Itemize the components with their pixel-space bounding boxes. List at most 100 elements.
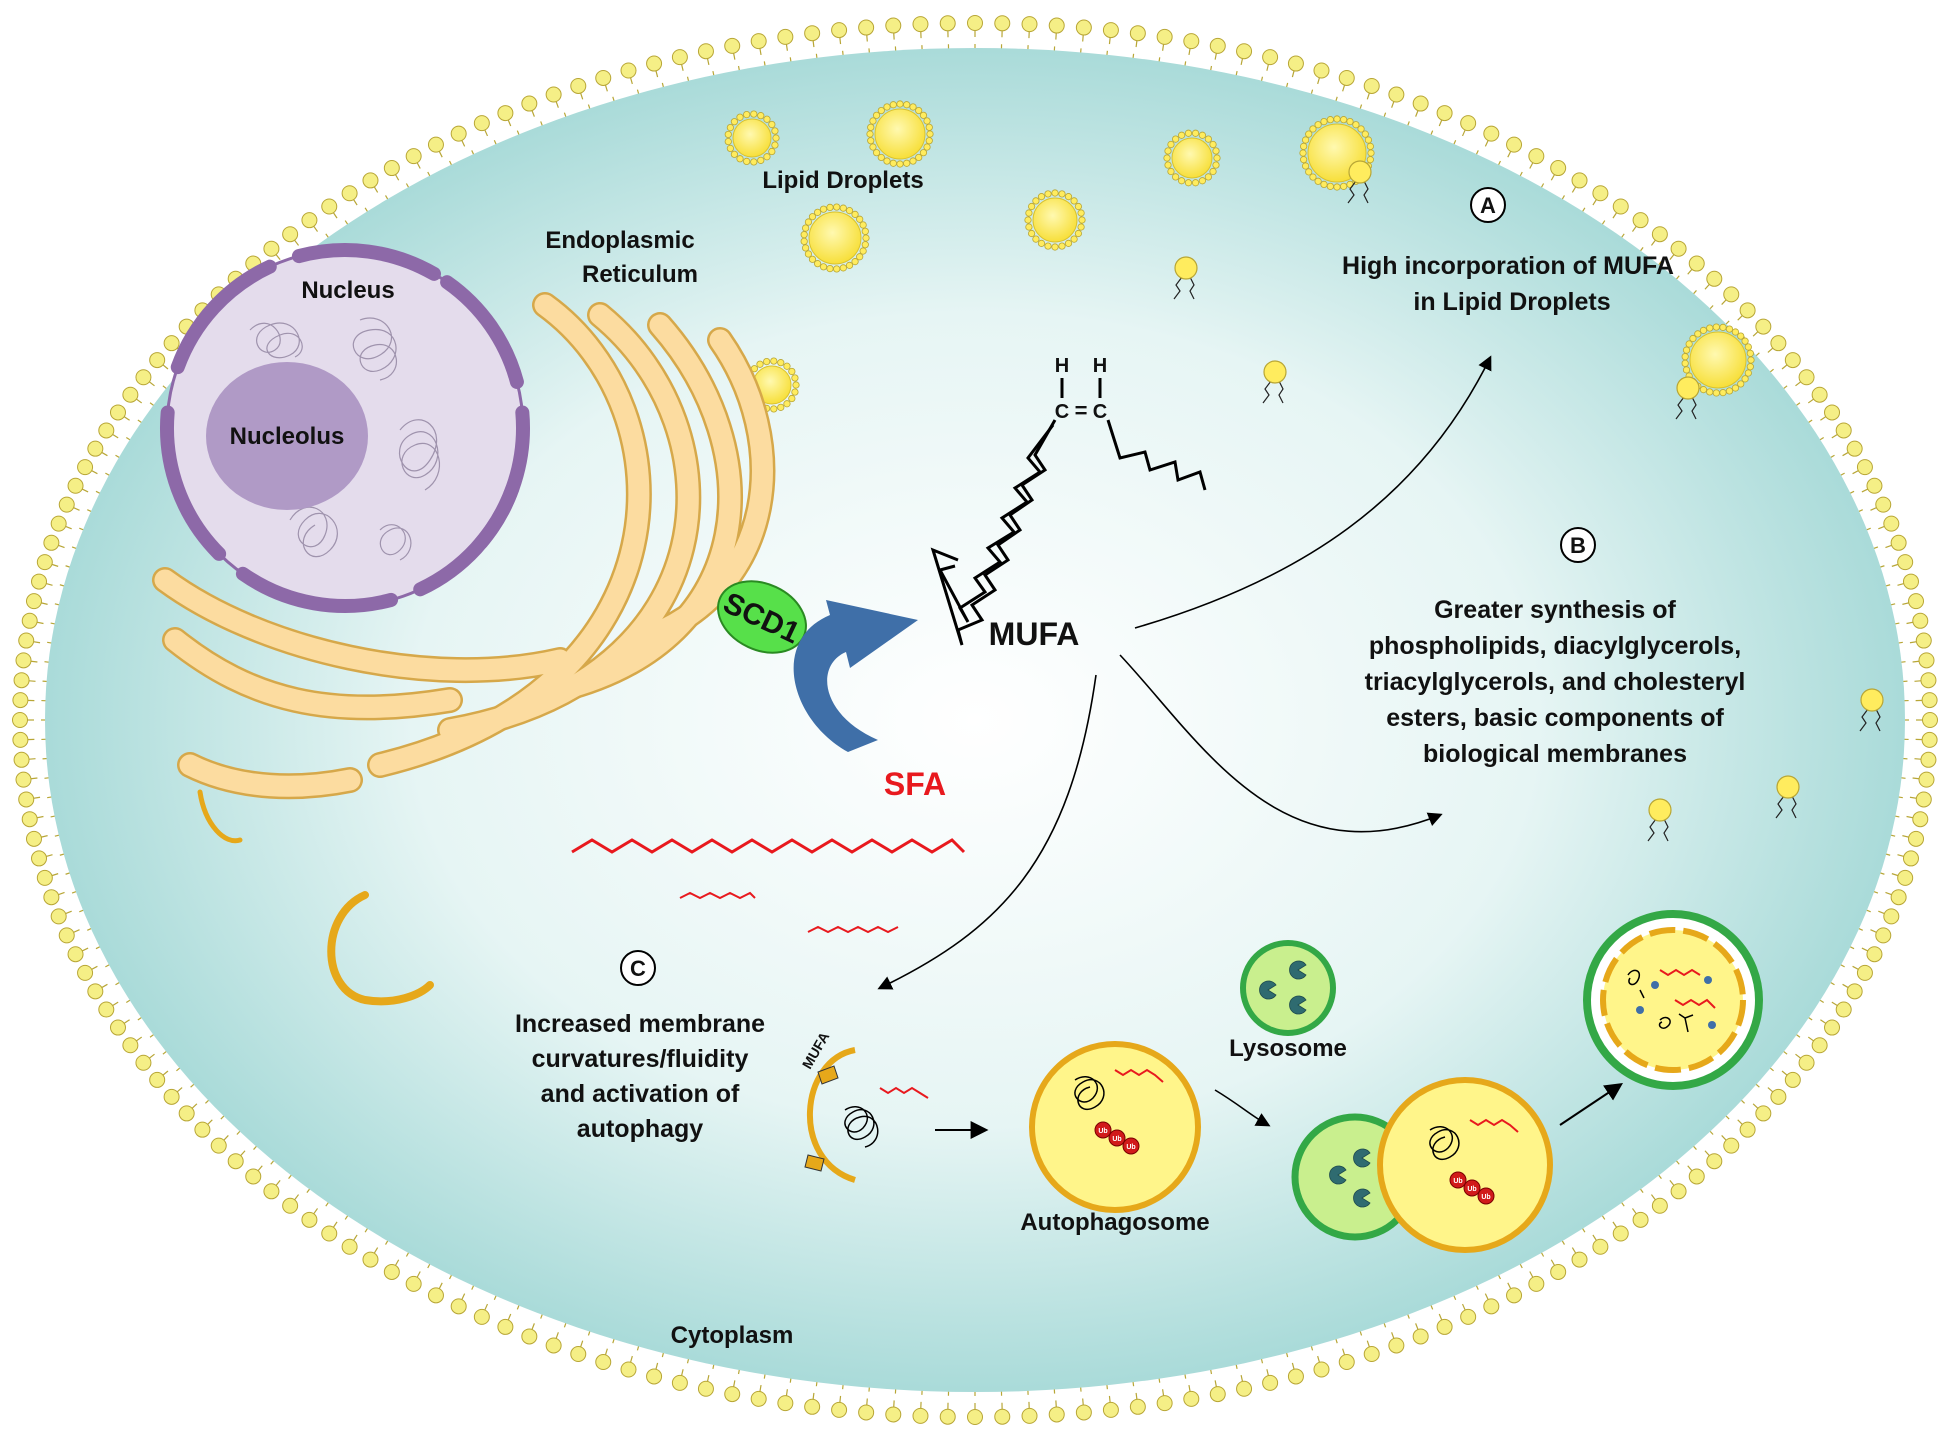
scd1-enzyme: SCD1: [717, 580, 807, 654]
arrow-lysosome-to-fusion: [1214, 1089, 1271, 1127]
droplet-head: [856, 253, 864, 261]
lipid-head: [87, 440, 104, 457]
droplet-head: [1326, 116, 1334, 124]
lipid-head: [1902, 850, 1919, 867]
droplet-head: [1346, 117, 1354, 126]
droplet-head: [770, 405, 778, 413]
droplet-head: [757, 156, 765, 164]
panel-b-line1: Greater synthesis of: [1434, 596, 1676, 624]
cargo-tangle: [844, 1106, 879, 1148]
panel-c-line4: autophagy: [577, 1115, 703, 1143]
droplet-head: [800, 231, 808, 239]
droplet-head: [791, 374, 799, 382]
droplet-head: [1032, 197, 1040, 205]
lipid-head: [1912, 811, 1929, 828]
ubiquitin-label: Ub: [1467, 1186, 1476, 1193]
droplet-head: [851, 258, 859, 266]
droplet-head: [1184, 129, 1193, 137]
marker-b: B: [1570, 533, 1586, 558]
lipid-head: [149, 352, 166, 369]
lipid-head: [1388, 1337, 1405, 1354]
droplet-head: [867, 123, 875, 131]
lipid-head: [1921, 731, 1938, 748]
droplet-head: [1044, 242, 1052, 250]
degraded-fragment-3: [1678, 1013, 1694, 1033]
droplet-head: [792, 381, 800, 389]
lipid-head: [473, 115, 490, 132]
er-label-line1: Endoplasmic: [545, 227, 694, 254]
lipid-head: [1262, 1374, 1279, 1391]
droplet-head: [1064, 193, 1073, 201]
lipid-droplet: [1032, 197, 1078, 243]
lipid-head: [1883, 515, 1900, 532]
droplet-head: [1681, 353, 1689, 361]
droplet-head: [757, 112, 765, 120]
droplet-head: [771, 127, 779, 135]
lipid-head: [724, 37, 741, 54]
droplet-head: [1037, 239, 1046, 247]
degraded-fragment-2: [1658, 1016, 1671, 1029]
lipid-head: [21, 811, 38, 828]
chromatin: [249, 317, 441, 561]
lipid-head: [1313, 1361, 1330, 1378]
lipid-head: [595, 1354, 612, 1371]
droplet-head: [826, 264, 834, 273]
lipid-head: [1922, 712, 1938, 728]
droplet-head: [763, 115, 771, 123]
droplet-head: [814, 208, 822, 216]
droplet-head: [1070, 235, 1078, 243]
phagophore-arc: [327, 891, 434, 1006]
panel-a-line1: High incorporation of MUFA: [1342, 252, 1674, 280]
droplet-head: [802, 244, 810, 252]
droplet-head: [877, 153, 885, 162]
lipid-head: [67, 946, 84, 963]
lipid-head: [1363, 77, 1380, 94]
droplet-head: [923, 117, 931, 125]
droplet-head: [1364, 136, 1373, 144]
autophagosome-label: Autophagosome: [1020, 1209, 1209, 1236]
lipid-head: [1670, 1183, 1687, 1200]
droplet-head: [783, 362, 791, 370]
lipid-head: [994, 1408, 1011, 1425]
lipid-head: [1506, 136, 1523, 153]
enzyme: [1353, 1148, 1371, 1168]
envelope-segment: [235, 566, 399, 613]
sfa-chain-short-2: [807, 925, 899, 934]
c-right: C: [1093, 401, 1107, 423]
lipid-head: [1550, 1263, 1567, 1280]
droplet-head: [1178, 131, 1186, 139]
lipid-head: [1824, 404, 1841, 421]
degraded-red-chain-1: [1659, 968, 1701, 977]
droplet-head: [1172, 135, 1180, 143]
droplet-head: [845, 207, 854, 215]
droplet-head: [1212, 161, 1220, 169]
h-right: H: [1093, 355, 1107, 377]
lipid-head: [1287, 1368, 1304, 1385]
droplet-head: [1744, 343, 1752, 351]
lysosome: [1240, 940, 1336, 1036]
lipid-head: [1912, 612, 1929, 629]
lipid-head: [620, 1361, 637, 1378]
droplet-head: [1725, 387, 1734, 395]
droplet-head: [1706, 388, 1714, 396]
droplet-head: [1163, 154, 1171, 162]
lipid-head: [36, 869, 53, 886]
lipid-head: [858, 1404, 875, 1421]
envelope-segment: [440, 275, 524, 389]
droplet-head: [808, 255, 817, 263]
lipid-head: [178, 1105, 195, 1122]
lipid-head: [994, 15, 1011, 32]
lipid-head: [1183, 1390, 1200, 1407]
droplet-head: [1077, 223, 1085, 231]
droplet-head: [763, 358, 771, 366]
droplet-head: [903, 101, 911, 109]
lipid-head: [1897, 554, 1914, 571]
droplet-head: [861, 241, 869, 249]
droplet-head: [1699, 326, 1708, 334]
lipid-head: [1875, 927, 1892, 944]
free-phospholipids-group: [1173, 160, 1884, 842]
droplet-head: [883, 103, 891, 111]
